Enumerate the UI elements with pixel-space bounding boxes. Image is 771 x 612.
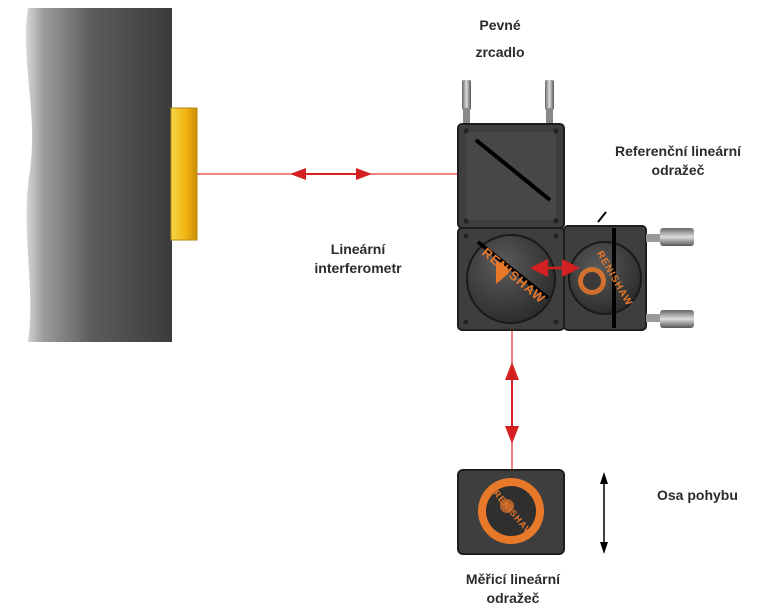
fixed-mirror — [457, 80, 565, 229]
interferometer-label: Lineární interferometr — [300, 240, 416, 278]
reference-reflector-label: Referenční lineární odražeč — [600, 142, 756, 180]
axis-of-motion-label-text: Osa pohybu — [657, 487, 738, 503]
measuring-reflector-label-line2: odražeč — [486, 590, 540, 606]
beam-direction-arrow-reference — [530, 259, 580, 277]
beam-direction-arrow-horizontal — [290, 168, 372, 180]
fixed-mirror-label-line2: zrcadlo — [475, 44, 525, 60]
laser-aperture — [170, 107, 198, 241]
reference-reflector — [563, 211, 694, 331]
measuring-reflector — [457, 469, 565, 555]
fixed-mirror-label-line1: Pevné — [479, 17, 521, 33]
linear-interferometer — [457, 227, 565, 331]
interferometer-label-line2: interferometr — [314, 260, 402, 276]
laser-head — [25, 8, 172, 342]
fixed-mirror-label: Pevné zrcadlo — [455, 16, 545, 62]
measuring-reflector-label: Měřicí lineární odražeč — [455, 570, 571, 608]
reference-reflector-label-line1: Referenční lineární — [614, 143, 742, 159]
interferometer-label-line1: Lineární — [330, 241, 386, 257]
beam-direction-arrow-vertical — [505, 362, 519, 444]
measuring-reflector-label-line1: Měřicí lineární — [465, 571, 561, 587]
reference-reflector-label-line2: odražeč — [651, 162, 705, 178]
axis-of-motion-arrow — [600, 472, 608, 554]
axis-of-motion-label: Osa pohybu — [657, 486, 738, 505]
